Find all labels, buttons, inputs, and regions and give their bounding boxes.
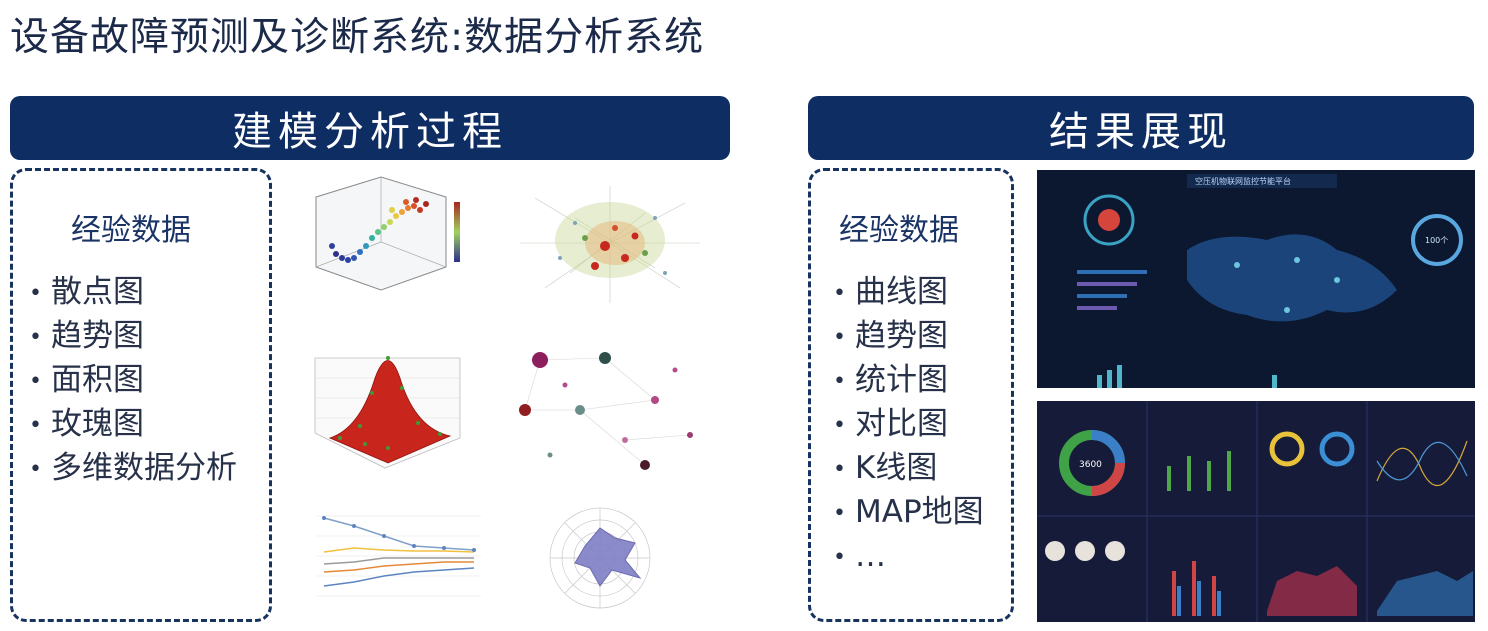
list-item: •玫瑰图 <box>29 403 237 447</box>
list-item: •… <box>833 535 984 579</box>
banner-result-display: 结果展现 <box>808 96 1474 160</box>
list-item: •趋势图 <box>833 315 984 359</box>
left-box-heading: 经验数据 <box>71 213 191 248</box>
dashboard-bottom-illustration: 3600 <box>1037 401 1475 622</box>
bullet-icon: • <box>29 325 42 350</box>
bullet-icon: • <box>833 325 846 350</box>
thumbnail-3d-scatter-chart <box>296 172 472 302</box>
bullet-icon: • <box>833 457 846 482</box>
bullet-icon: • <box>29 457 42 482</box>
list-item: •趋势图 <box>29 315 237 359</box>
list-item: •统计图 <box>833 359 984 403</box>
list-item: •散点图 <box>29 271 237 315</box>
gauge-value: 100个 <box>1425 236 1448 245</box>
bullet-icon: • <box>833 281 846 306</box>
bullet-icon: • <box>29 413 42 438</box>
thumbnail-rose-chart <box>530 498 670 618</box>
list-item: •面积图 <box>29 359 237 403</box>
thumbnail-network-graph <box>515 178 705 308</box>
bullet-icon: • <box>29 281 42 306</box>
right-box-heading: 经验数据 <box>839 213 959 248</box>
donut-value: 3600 <box>1079 460 1102 470</box>
network-graph-illustration <box>520 186 700 303</box>
thumbnail-bubble-network <box>505 340 705 480</box>
list-item: •多维数据分析 <box>29 447 237 491</box>
dashboard-top-illustration: 100个 空压机物联网监控节能平台 <box>1037 170 1475 388</box>
rose-chart-illustration <box>549 507 651 609</box>
scatter-3d-illustration <box>315 176 460 291</box>
left-dashed-box: 经验数据 •散点图 •趋势图 •面积图 •玫瑰图 •多维数据分析 <box>10 168 272 622</box>
bullet-icon: • <box>833 501 846 526</box>
banner-modeling-process: 建模分析过程 <box>10 96 730 160</box>
list-item: •曲线图 <box>833 271 984 315</box>
page-title: 设备故障预测及诊断系统:数据分析系统 <box>10 15 705 60</box>
right-dashed-box: 经验数据 •曲线图 •趋势图 •统计图 •对比图 •K线图 •MAP地图 •… <box>808 168 1014 622</box>
thumbnail-3d-surface-chart <box>300 338 470 473</box>
line-trend-illustration <box>316 515 481 597</box>
list-item: •K线图 <box>833 447 984 491</box>
left-item-list: •散点图 •趋势图 •面积图 •玫瑰图 •多维数据分析 <box>29 271 237 491</box>
bubble-network-illustration <box>519 352 693 470</box>
list-item: •MAP地图 <box>833 491 984 535</box>
dashboard-monitoring-screenshot: 100个 空压机物联网监控节能平台 <box>1037 170 1475 388</box>
dashboard-title: 空压机物联网监控节能平台 <box>1195 176 1291 186</box>
thumbnail-line-trend-chart <box>296 506 486 618</box>
right-item-list: •曲线图 •趋势图 •统计图 •对比图 •K线图 •MAP地图 •… <box>833 271 984 579</box>
dashboard-statistics-screenshot: 3600 <box>1037 401 1475 622</box>
bullet-icon: • <box>833 545 846 570</box>
bullet-icon: • <box>833 369 846 394</box>
bullet-icon: • <box>833 413 846 438</box>
surface-3d-illustration <box>314 356 461 469</box>
bullet-icon: • <box>29 369 42 394</box>
list-item: •对比图 <box>833 403 984 447</box>
